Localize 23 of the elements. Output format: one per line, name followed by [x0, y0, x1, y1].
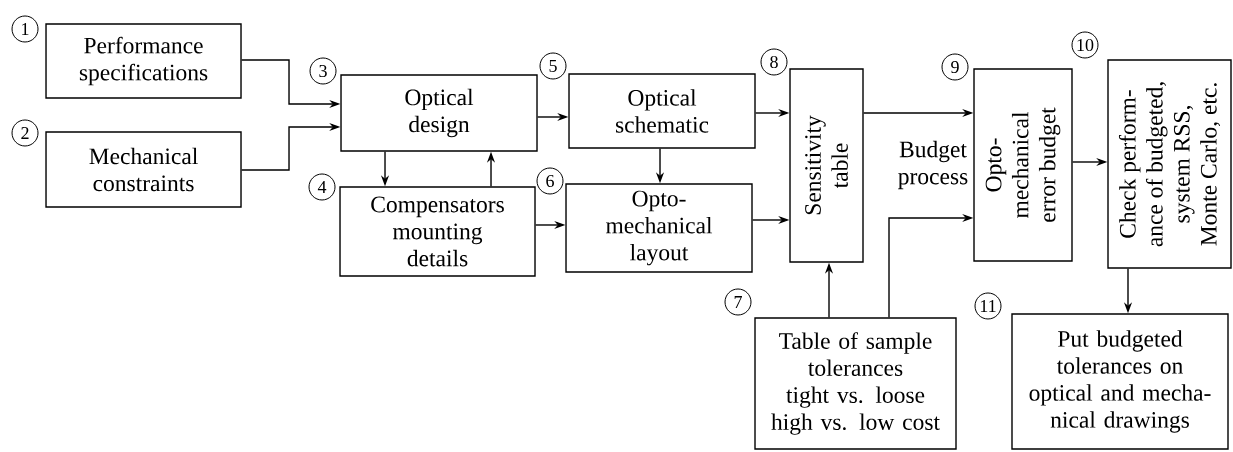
callout-number: 3 [309, 57, 337, 85]
callout-number: 8 [760, 48, 788, 76]
process-box: Check perform- ance of budgeted, system RSS, Monte Carlo, etc. [1107, 59, 1232, 269]
callout-number: 2 [11, 119, 39, 147]
callout-number: 5 [539, 52, 567, 80]
process-box: Opto- mechanical layout [565, 183, 753, 273]
process-box: Compensators mounting details [339, 186, 536, 277]
process-box: Put budgeted tolerances on optical and mecha- nical drawings [1011, 313, 1229, 450]
callout-number: 9 [941, 53, 969, 81]
process-box: Performance specifications [45, 23, 242, 99]
process-box: Optical design [340, 74, 538, 152]
process-box: Table of sample tolerances tight vs. loose high vs. low cost [754, 317, 957, 450]
process-box: Mechanical constraints [45, 131, 242, 208]
callout-number: 10 [1071, 31, 1099, 59]
process-box: Opto- mechanical error budget [973, 68, 1073, 262]
note-text: Budget process [898, 140, 968, 190]
callout-number: 4 [308, 173, 336, 201]
callout-number: 6 [536, 167, 564, 195]
process-box: Sensitivity table [789, 68, 864, 263]
process-box: Optical schematic [568, 73, 756, 149]
callout-number: 11 [974, 292, 1002, 320]
callout-number: 1 [11, 15, 39, 43]
callout-number: 7 [724, 288, 752, 316]
